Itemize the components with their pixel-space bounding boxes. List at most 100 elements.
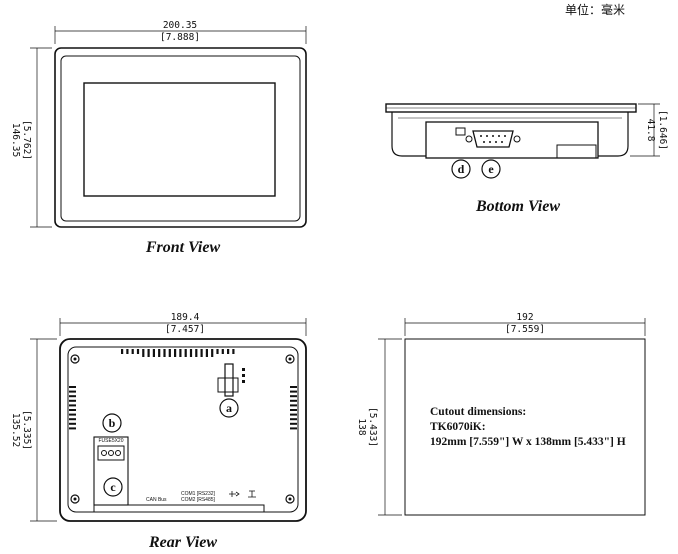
callout-a-circle	[219, 398, 239, 418]
vent-slot	[147, 349, 150, 357]
vent-slot	[142, 349, 145, 357]
rear-bottom-strip	[93, 504, 265, 513]
can-label: CAN Bus	[146, 497, 167, 503]
com1-label: COM1 [RS232]	[181, 491, 216, 497]
vent-slot	[69, 427, 76, 430]
bottom-body-right	[598, 112, 629, 157]
vent-slot	[131, 349, 134, 354]
vent-slot	[211, 349, 214, 357]
vent-slot	[216, 349, 219, 354]
fuse-label: FUSE5X20	[98, 438, 123, 444]
front-bezel-inner	[60, 55, 301, 222]
cutout-height-in: [5.433]	[367, 407, 378, 447]
bottom-body-left	[391, 112, 426, 157]
rear-vents	[69, 349, 297, 430]
callout-e-circle	[481, 159, 501, 179]
vent-slot	[168, 349, 171, 357]
rear-housing-outer	[59, 338, 307, 522]
power-block	[93, 436, 129, 506]
front-screen	[83, 82, 276, 197]
cutout-width-in: [7.559]	[505, 324, 545, 335]
vent-slot	[158, 349, 161, 357]
vent-slot	[290, 422, 297, 425]
vent-slot	[136, 349, 140, 354]
front-width-in: [7.888]	[160, 32, 200, 43]
vent-slot	[69, 399, 76, 402]
vent-slot	[227, 349, 230, 354]
vent-slot	[121, 349, 124, 354]
dip-switch	[455, 127, 466, 136]
vent-slot	[69, 404, 76, 407]
callout-d: d	[458, 162, 465, 176]
callout-d-circle	[451, 159, 471, 179]
callout-e: e	[488, 162, 494, 176]
vent-slot	[221, 349, 224, 354]
callout-c: c	[110, 480, 116, 494]
ethernet-icon	[248, 490, 256, 498]
bottom-view: d e 41.8 [1.646] Bottom View	[385, 103, 668, 215]
vent-slot	[69, 418, 76, 421]
front-view-title: Front View	[145, 239, 221, 256]
vent-slot	[69, 413, 76, 416]
vent-slot	[179, 349, 182, 357]
front-view: 200.35 [7.888] 146.35 [5.762] Front View	[10, 20, 307, 256]
vent-slot	[189, 349, 193, 357]
vent-slot	[290, 399, 297, 402]
rear-height-in: [5.335]	[21, 410, 32, 450]
vent-slot	[69, 386, 76, 388]
cutout-line-2: TK6070iK:	[430, 421, 486, 433]
vent-slot	[69, 409, 76, 411]
rear-screws	[70, 354, 295, 504]
cutout-line-1: Cutout dimensions:	[430, 406, 526, 418]
bottom-view-title: Bottom View	[475, 198, 560, 215]
vent-slot	[152, 349, 155, 357]
callout-b-circle	[102, 413, 122, 433]
rear-housing-inner	[67, 346, 299, 513]
cutout-rect	[404, 338, 646, 516]
front-width-mm: 200.35	[163, 20, 197, 31]
rear-width-in: [7.457]	[165, 324, 205, 335]
rear-view: a FUSE5X20 b c CAN Bus COM1 [RS232] COM2…	[10, 312, 307, 551]
rear-width-mm: 189.4	[171, 312, 200, 323]
rear-height-mm: 135.52	[10, 413, 21, 447]
cutout-view: 192 [7.559] 138 [5.433] Cutout dimension…	[356, 312, 646, 516]
unit-note: 单位：毫米	[565, 2, 625, 17]
callout-b: b	[109, 416, 116, 430]
vent-slot	[184, 349, 187, 357]
vent-slot	[290, 395, 297, 398]
cutout-line-3: 192mm [7.559"] W x 138mm [5.433"] H	[430, 436, 626, 448]
vent-slot	[126, 349, 129, 354]
bottom-depth-mm: 41.8	[645, 119, 656, 142]
vent-slot	[290, 404, 297, 407]
callout-c-circle	[103, 477, 123, 497]
vent-slot	[69, 422, 76, 425]
vent-slot	[290, 409, 297, 411]
com2-label: COM2 [RS485]	[181, 497, 216, 503]
db9-connector	[472, 130, 514, 148]
vent-slot	[174, 349, 177, 357]
callout-a: a	[226, 401, 232, 415]
cutout-height-mm: 138	[356, 418, 367, 435]
vent-slot	[200, 349, 203, 357]
vent-slot	[290, 390, 297, 393]
bottom-step	[556, 144, 597, 158]
vent-slot	[163, 349, 166, 357]
vent-slot	[290, 418, 297, 421]
vent-slot	[290, 427, 297, 430]
cutout-width-mm: 192	[516, 312, 533, 323]
vent-slot	[69, 395, 76, 398]
usb-icon	[229, 491, 240, 497]
rear-view-title: Rear View	[148, 534, 217, 551]
bottom-depth-in: [1.646]	[657, 110, 668, 150]
vent-slot	[290, 386, 297, 388]
vent-slot	[195, 349, 198, 357]
vent-slot	[69, 390, 76, 393]
vent-slot	[290, 413, 297, 416]
bottom-connector-panel	[425, 121, 599, 159]
front-height-mm: 146.35	[10, 123, 21, 157]
mount-bracket	[217, 377, 239, 393]
front-bezel-outer	[54, 47, 307, 228]
front-height-in: [5.762]	[21, 120, 32, 160]
vent-slot	[232, 349, 235, 354]
